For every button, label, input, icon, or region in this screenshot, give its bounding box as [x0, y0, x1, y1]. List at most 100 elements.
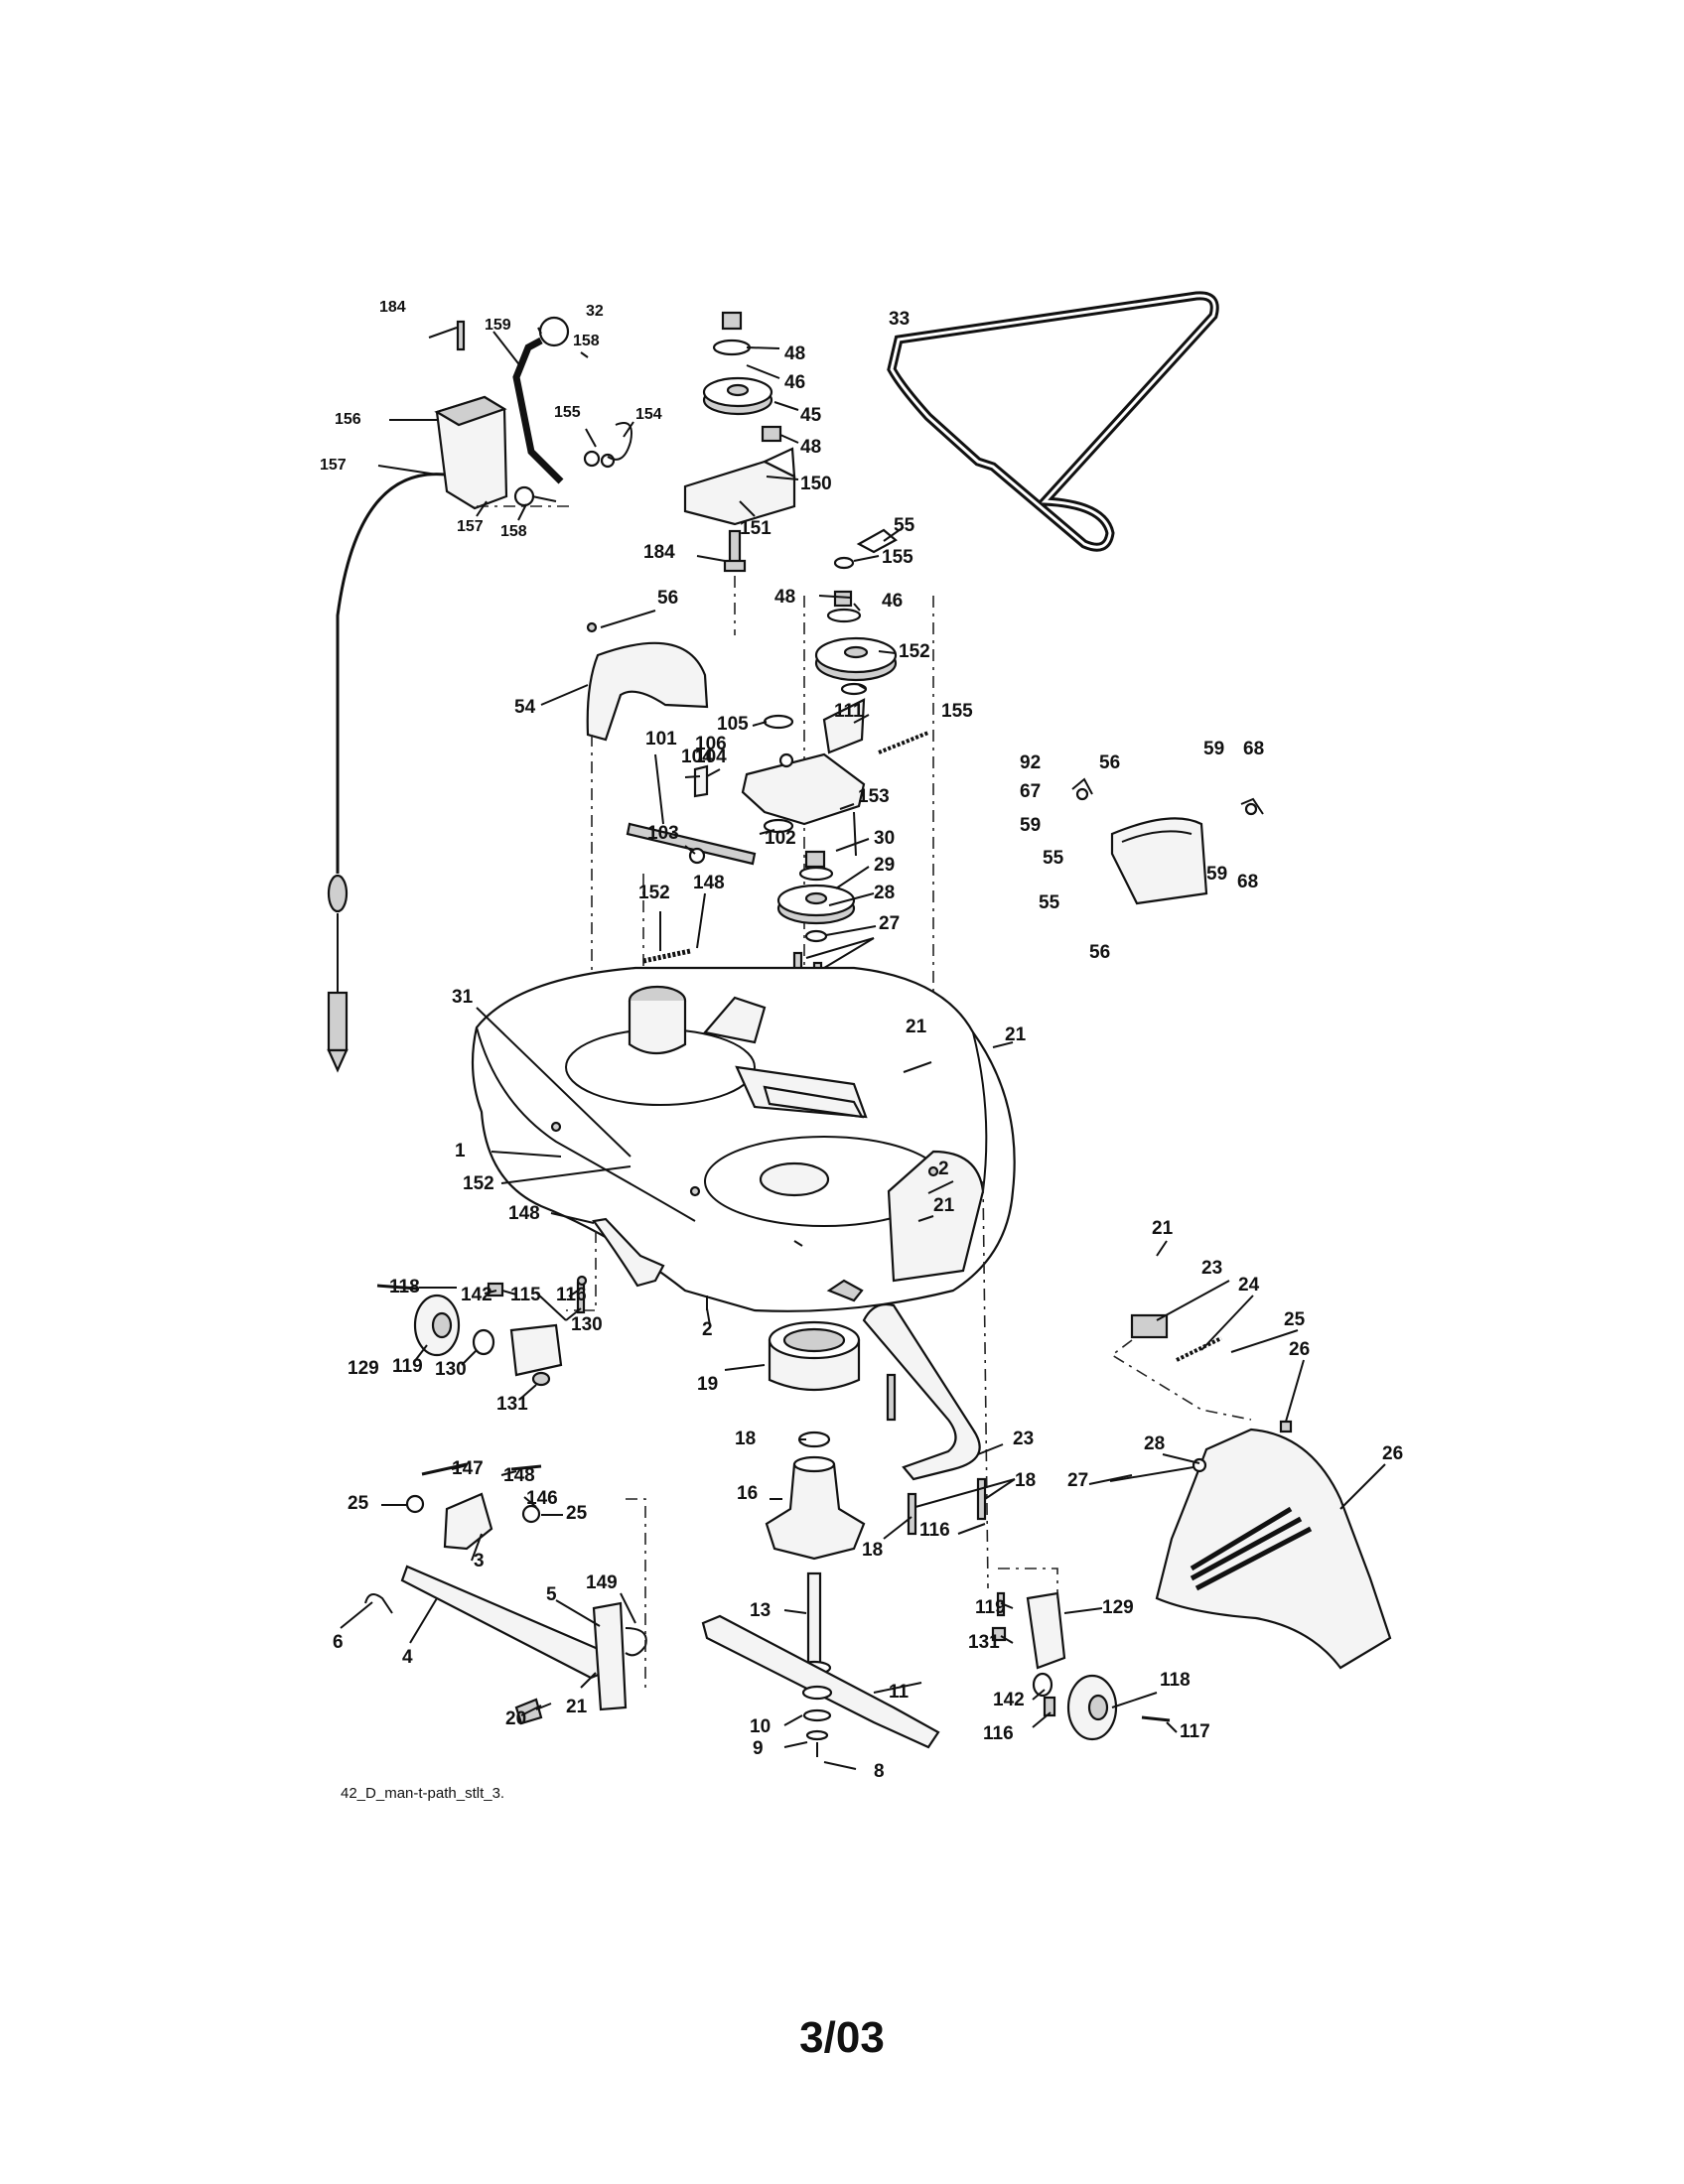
callout-label: 147 — [452, 1458, 484, 1479]
deflector-shield — [1071, 777, 1264, 905]
callout-label: 45 — [800, 405, 822, 426]
callout-labels: 184 159 32 158 156 157 155 154 157 158 3… — [320, 299, 1403, 1782]
callout-label: 28 — [1144, 1433, 1165, 1454]
callout-label: 46 — [784, 372, 805, 393]
callout-label: 104 — [695, 747, 727, 767]
callout-label: 1 — [455, 1141, 466, 1161]
callout-label: 148 — [508, 1203, 540, 1224]
callout-label: 92 — [1020, 752, 1041, 773]
callout-leaders — [340, 327, 1386, 1770]
callout-label: 16 — [737, 1483, 758, 1504]
callout-label: 101 — [645, 729, 677, 750]
callout-label: 142 — [993, 1690, 1025, 1710]
left-gauge-wheel-assembly — [376, 1275, 588, 1387]
callout-label: 117 — [1180, 1721, 1210, 1742]
callout-label: 116 — [556, 1285, 587, 1305]
callout-label: 59 — [1020, 815, 1041, 836]
callout-label: 67 — [1020, 781, 1041, 802]
callout-label: 26 — [1289, 1339, 1310, 1360]
callout-label: 30 — [874, 828, 895, 849]
callout-label: 5 — [546, 1584, 557, 1605]
callout-label: 116 — [919, 1520, 950, 1541]
callout-label: 146 — [526, 1488, 558, 1509]
callout-label: 184 — [379, 299, 406, 316]
callout-label: 118 — [389, 1277, 420, 1297]
control-cable — [327, 473, 446, 1073]
callout-label: 56 — [1099, 752, 1120, 773]
callout-label: 8 — [874, 1761, 885, 1782]
callout-label: 151 — [740, 518, 772, 539]
callout-label: 46 — [882, 591, 903, 612]
callout-label: 152 — [899, 641, 930, 662]
callout-label: 48 — [774, 587, 795, 608]
idler-bracket — [741, 714, 929, 857]
callout-label: 2 — [702, 1319, 713, 1340]
callout-label: 130 — [571, 1314, 603, 1335]
callout-label: 11 — [889, 1682, 910, 1703]
callout-label: 129 — [1102, 1597, 1134, 1618]
callout-label: 115 — [510, 1285, 541, 1305]
callout-label: 4 — [402, 1647, 413, 1668]
callout-label: 23 — [1201, 1258, 1222, 1279]
callout-label: 155 — [941, 701, 973, 722]
callout-label: 20 — [505, 1708, 526, 1729]
callout-label: 111 — [834, 701, 864, 722]
callout-label: 21 — [933, 1195, 955, 1216]
callout-label: 21 — [1152, 1218, 1174, 1239]
callout-label: 21 — [906, 1017, 927, 1037]
callout-label: 68 — [1243, 739, 1264, 759]
callout-label: 158 — [500, 523, 527, 540]
lift-link — [626, 764, 757, 993]
callout-label: 148 — [693, 873, 725, 893]
callout-label: 21 — [566, 1697, 588, 1717]
callout-label: 55 — [894, 515, 915, 536]
callout-label: 27 — [879, 913, 900, 934]
callout-label: 25 — [566, 1503, 588, 1524]
front-hitch-assembly — [364, 1462, 647, 1725]
callout-label: 19 — [697, 1374, 718, 1395]
callout-label: 131 — [968, 1632, 1000, 1653]
spindle-assembly — [765, 1320, 866, 1676]
callout-label: 157 — [320, 457, 347, 474]
callout-label: 129 — [348, 1358, 379, 1379]
right-gauge-wheel-assembly — [982, 1180, 1171, 1741]
callout-label: 48 — [800, 437, 821, 458]
callout-label: 119 — [975, 1597, 1006, 1618]
spring-147-upper — [642, 948, 691, 964]
callout-label: 152 — [463, 1173, 494, 1194]
callout-label: 157 — [457, 518, 484, 535]
callout-label: 18 — [735, 1429, 756, 1449]
pivot-arm — [566, 1217, 665, 1311]
callout-label: 148 — [503, 1465, 535, 1486]
callout-label: 119 — [392, 1356, 423, 1377]
callout-label: 18 — [1015, 1470, 1036, 1491]
callout-label: 130 — [435, 1359, 467, 1380]
callout-label: 152 — [638, 883, 670, 903]
callout-label: 24 — [1238, 1275, 1260, 1296]
callout-label: 13 — [750, 1600, 771, 1621]
callout-label: 48 — [784, 343, 805, 364]
callout-label: 59 — [1206, 864, 1227, 885]
callout-label: 3 — [474, 1551, 485, 1571]
callout-label: 28 — [874, 883, 895, 903]
callout-label: 25 — [1284, 1309, 1306, 1330]
discharge-chute — [1109, 1313, 1392, 1670]
callout-label: 106 — [695, 734, 727, 754]
callout-label: 9 — [753, 1738, 764, 1759]
callout-label: 158 — [573, 333, 600, 349]
drive-belt — [887, 291, 1219, 552]
callout-label: 2 — [938, 1159, 949, 1179]
callout-label: 184 — [643, 542, 675, 563]
callout-label: 29 — [874, 855, 895, 876]
callout-label: 131 — [496, 1394, 528, 1415]
callout-label: 68 — [1237, 872, 1258, 892]
callout-label: 31 — [452, 987, 474, 1008]
callout-label: 155 — [882, 547, 913, 568]
mower-deck — [471, 966, 1016, 1312]
callout-label: 102 — [765, 828, 796, 849]
callout-label: 21 — [1005, 1024, 1027, 1045]
drawing-id: 42_D_man-t-path_stlt_3. — [341, 1785, 505, 1802]
lift-handle-assembly — [434, 316, 632, 510]
callout-label: 153 — [858, 786, 890, 807]
